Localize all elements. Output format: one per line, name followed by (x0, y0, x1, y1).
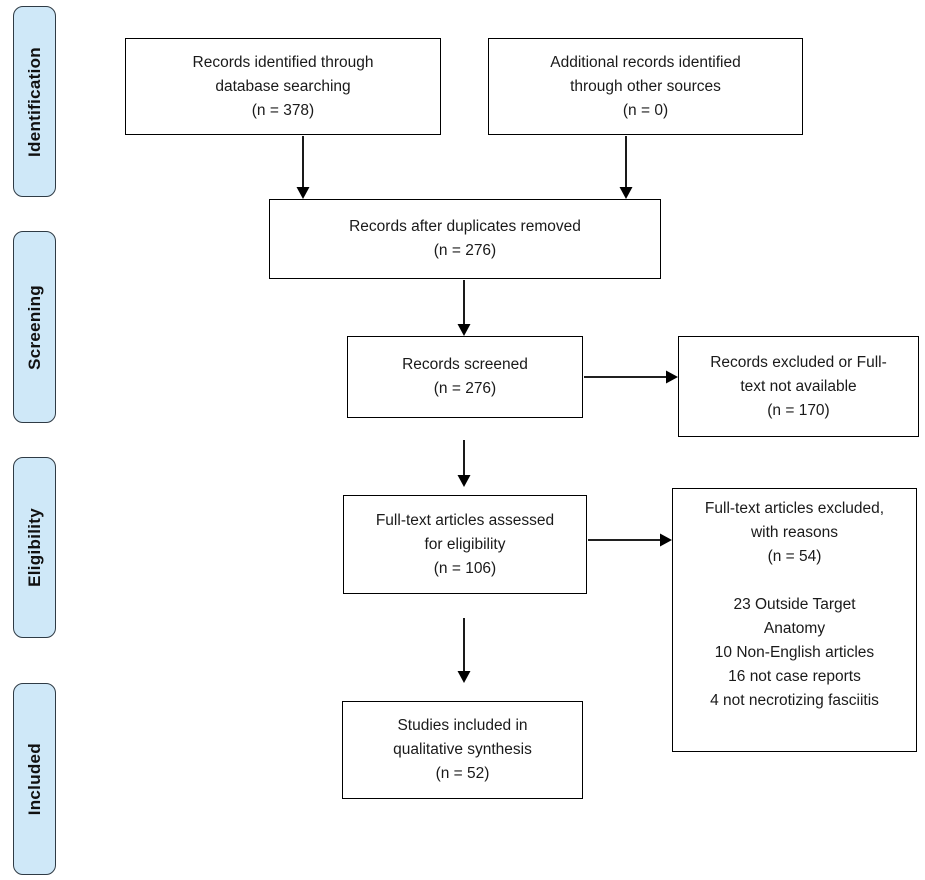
box-fulltext-assessed: Full-text articles assessed for eligibil… (343, 495, 587, 594)
box-count: (n = 54) (767, 548, 822, 565)
arrow-screened-to-assessed (457, 440, 471, 487)
box-text-line: Records screened (402, 356, 528, 373)
exclusion-reason: 16 not case reports (728, 668, 861, 685)
box-text-line: Studies included in (397, 717, 528, 734)
arrow-identified-to-duplicates (296, 136, 310, 199)
box-fulltext-excluded: Full-text articles excluded, with reason… (672, 488, 917, 752)
box-count: (n = 52) (435, 765, 490, 782)
stage-identification: Identification (13, 6, 56, 197)
box-text-line: through other sources (570, 77, 721, 95)
box-records-screened: Records screened (n = 276) (347, 336, 583, 418)
stage-screening-label: Screening (24, 284, 44, 370)
box-studies-included: Studies included in qualitative synthesi… (342, 701, 583, 799)
arrow-additional-to-duplicates (619, 136, 633, 199)
box-text-line: qualitative synthesis (393, 741, 532, 758)
box-text-line: Full-text articles excluded, (704, 500, 885, 517)
box-text-line: text not available (740, 377, 857, 395)
box-duplicates-removed: Records after duplicates removed (n = 27… (269, 199, 661, 279)
arrow-duplicates-to-screened (457, 280, 471, 336)
arrow-assessed-to-fulltext-excluded (588, 533, 672, 547)
box-text-line: with reasons (750, 524, 838, 541)
box-text-line: Records identified through (192, 53, 374, 71)
box-count: (n = 106) (433, 559, 497, 577)
stage-identification-label: Identification (24, 46, 44, 157)
stage-eligibility-label: Eligibility (24, 508, 44, 587)
box-count: (n = 276) (433, 242, 497, 259)
box-count: (n = 0) (622, 101, 669, 119)
box-text-line: database searching (215, 77, 351, 95)
arrow-assessed-to-included (457, 618, 471, 683)
box-text-line: Full-text articles assessed (375, 511, 555, 529)
exclusion-reason: 23 Outside Target (733, 596, 856, 613)
stage-eligibility: Eligibility (13, 457, 56, 638)
blank-line (679, 569, 910, 593)
exclusion-reason: 4 not necrotizing fasciitis (710, 692, 879, 709)
box-text-line: Records after duplicates removed (349, 218, 581, 235)
stage-included: Included (13, 683, 56, 875)
exclusion-reason: Anatomy (763, 620, 826, 637)
box-count: (n = 378) (251, 101, 315, 119)
box-records-identified: Records identified through database sear… (125, 38, 441, 135)
arrow-screened-to-excluded (584, 370, 678, 384)
stage-screening: Screening (13, 231, 56, 423)
box-text-line: Records excluded or Full- (710, 353, 887, 371)
box-count: (n = 170) (767, 401, 830, 419)
box-records-excluded: Records excluded or Full- text not avail… (678, 336, 919, 437)
stage-included-label: Included (24, 742, 44, 816)
box-text-line: for eligibility (424, 535, 506, 553)
box-text-line: Additional records identified (550, 53, 741, 71)
box-count: (n = 276) (433, 380, 497, 397)
exclusion-reason: 10 Non-English articles (714, 644, 875, 661)
box-additional-records: Additional records identified through ot… (488, 38, 803, 135)
